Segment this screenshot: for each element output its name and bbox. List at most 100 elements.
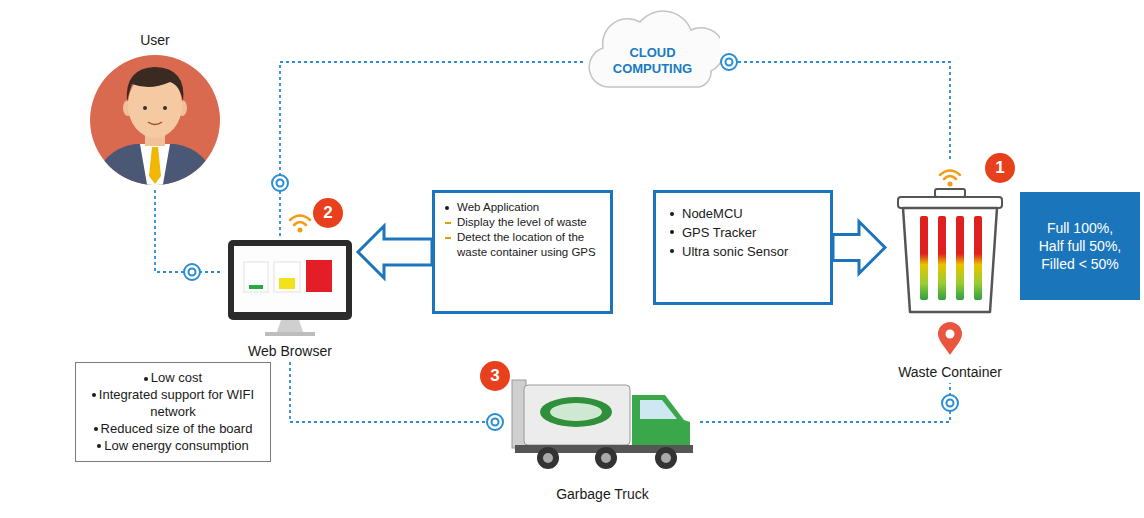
node-text: Detect the location of the waste contain…	[457, 231, 596, 258]
wifi-arc	[294, 222, 306, 225]
node-text: Low cost	[151, 370, 202, 385]
bin-body	[903, 208, 997, 312]
location-pin	[938, 322, 962, 355]
text-line: Low cost	[84, 370, 262, 387]
truck-body	[524, 385, 630, 445]
wifi-icon	[940, 171, 960, 187]
screen-panel	[274, 262, 300, 292]
text-line: Full 100%, Half full 50%, Filled < 50%	[1036, 219, 1124, 274]
node-text: Waste Container	[898, 364, 1002, 380]
level-bar-red	[306, 260, 332, 292]
avatar-suit	[92, 144, 218, 192]
fill-level-bar	[974, 216, 982, 300]
node-text: Reduced size of the board	[101, 421, 253, 436]
node-text: Web Browser	[248, 343, 332, 359]
pin-hole	[946, 330, 955, 339]
web-browser-node: Web Browser	[222, 236, 358, 362]
level-bar-yellow	[279, 278, 295, 289]
truck-wheel	[595, 447, 617, 469]
block-arrow	[833, 222, 885, 274]
monitor-stand	[277, 320, 303, 332]
web-app-box: Web ApplicationDisplay the level of wast…	[432, 190, 613, 314]
text-line: User	[140, 32, 170, 48]
callout-number: 1	[995, 158, 1004, 177]
wifi-dot	[298, 228, 303, 233]
text-line: Web Browser	[248, 343, 332, 359]
truck-cab	[632, 395, 690, 450]
avatar-eye	[163, 106, 167, 110]
wifi-dot	[948, 182, 953, 187]
node-text: Display the level of waste	[457, 216, 587, 228]
target-ring	[487, 414, 503, 430]
bin-handle	[935, 189, 965, 197]
wifi-icon	[290, 216, 310, 233]
text-line: GPS Tracker	[668, 224, 818, 243]
callout-badge: 2	[313, 198, 343, 228]
cloud-node: CLOUD COMPUTING	[585, 5, 720, 97]
node-text: Low energy consumption	[104, 438, 249, 453]
target-ring	[272, 175, 288, 191]
node-text: GPS Tracker	[682, 225, 756, 240]
target-center	[947, 400, 954, 407]
features-box: Low costIntegrated support for WIFI netw…	[75, 362, 271, 462]
bullet-dash	[445, 222, 451, 224]
target-icons	[184, 54, 958, 430]
garbage-truck-icon	[512, 380, 693, 469]
monitor-base	[265, 332, 315, 336]
truck-wheel	[655, 447, 677, 469]
dashed-connector	[290, 362, 505, 422]
user-avatar	[90, 55, 220, 192]
screen-panel	[244, 262, 268, 292]
node-text: Full 100%, Half full 50%, Filled < 50%	[1039, 220, 1121, 272]
truck-window	[640, 400, 677, 419]
text-line: Display the level of waste	[443, 215, 602, 230]
bullet-dot	[670, 249, 674, 253]
fill-level-bar	[938, 216, 946, 300]
fill-level-bar	[956, 216, 964, 300]
bullet-dot	[144, 377, 148, 381]
node-text: CLOUD COMPUTING	[613, 45, 692, 76]
monitor-icon	[228, 240, 352, 336]
fill-level-bar	[920, 216, 928, 300]
callout-badge: 1	[985, 153, 1015, 183]
bullet-dot	[94, 427, 98, 431]
avatar-hair	[127, 67, 184, 102]
target-center	[726, 59, 733, 66]
garbage-truck-node: Garbage Truck	[505, 370, 700, 505]
waste-container-node: Waste Container	[885, 160, 1015, 383]
target-ring	[721, 54, 737, 70]
bullet-dot	[97, 444, 101, 448]
avatar-shirt	[140, 144, 170, 190]
monitor-screen	[234, 246, 346, 312]
text-line: Reduced size of the board	[84, 421, 262, 438]
text-line: Integrated support for WIFI network	[84, 387, 262, 421]
dashed-connector	[700, 383, 950, 422]
truck-wheel	[537, 447, 559, 469]
bullet-dot	[670, 230, 674, 234]
dashed-connector	[155, 190, 222, 272]
text-line: Waste Container	[898, 364, 1002, 380]
avatar-tie	[149, 147, 161, 184]
node-text: NodeMCU	[682, 206, 743, 221]
text-line: NodeMCU	[668, 205, 818, 224]
callout-badge: 3	[480, 361, 510, 391]
text-line: Low energy consumption	[84, 438, 262, 455]
wifi-arc	[944, 176, 956, 179]
bin-lid	[898, 197, 1002, 208]
device-box: NodeMCU GPS TrackerUltra sonic Sensor	[653, 190, 833, 305]
node-text: Ultra sonic Sensor	[682, 244, 788, 259]
wifi-arc	[290, 216, 310, 221]
level-bar-green	[249, 285, 263, 289]
node-text: Web Application	[457, 201, 539, 213]
bullet-dot	[445, 206, 449, 210]
monitor-frame	[228, 240, 352, 320]
text-line: Garbage Truck	[556, 486, 649, 502]
wheel-hub	[601, 453, 611, 463]
truck-emblem	[540, 397, 612, 427]
wheel-hub	[543, 453, 553, 463]
waste-bin-icon	[898, 189, 1002, 355]
bullet-dot	[92, 393, 96, 397]
target-ring	[942, 395, 958, 411]
cloud-shape	[589, 11, 720, 87]
bullet-dot	[670, 212, 674, 216]
